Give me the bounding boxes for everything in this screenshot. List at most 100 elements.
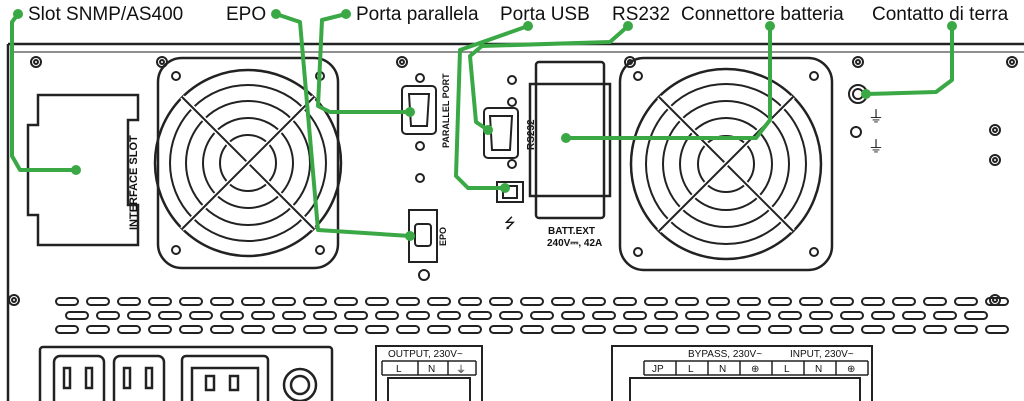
batt-ext-text: BATT.EXT bbox=[548, 226, 595, 237]
vent-slot bbox=[117, 297, 141, 306]
vent-slot bbox=[241, 325, 265, 334]
vent-slot bbox=[241, 297, 265, 306]
ground-terminals: ⏚ ⏚ bbox=[848, 84, 884, 156]
leader-usb bbox=[454, 24, 530, 190]
vent-slot bbox=[210, 297, 234, 306]
vent-slot bbox=[96, 311, 120, 320]
vent-slot bbox=[344, 311, 368, 320]
vent-slot bbox=[179, 297, 203, 306]
vent-slot bbox=[892, 297, 916, 306]
vent-slot bbox=[117, 325, 141, 334]
vent-slot bbox=[406, 311, 430, 320]
vent-slot bbox=[830, 297, 854, 306]
vent-slot bbox=[86, 325, 110, 334]
interface-slot: INTERFACE SLOT bbox=[26, 93, 140, 247]
leader-ground bbox=[864, 24, 954, 96]
callout-ground-contact: Contatto di terra bbox=[872, 4, 1009, 25]
vent-slot bbox=[747, 311, 771, 320]
callout-parallel-port: Porta parallela bbox=[356, 4, 479, 25]
vent-slot bbox=[685, 311, 709, 320]
vent-slot bbox=[582, 325, 606, 334]
bypass-header: BYPASS, 230V~ bbox=[688, 349, 762, 360]
vent-slot bbox=[334, 297, 358, 306]
battery-connector: BATT.EXT 240V⎓, 42A bbox=[528, 60, 612, 249]
vent-slot bbox=[272, 297, 296, 306]
vent-slot bbox=[954, 325, 978, 334]
vent-slot bbox=[251, 311, 275, 320]
vent-slot bbox=[861, 297, 885, 306]
output-terminal: OUTPUT, 230V~ L N ⏚ bbox=[375, 345, 483, 401]
term-col-jp: JP bbox=[652, 364, 664, 375]
vent-slot bbox=[489, 325, 513, 334]
leader-battery bbox=[564, 24, 772, 140]
term-col-g1: ⊕ bbox=[751, 364, 759, 375]
vent-slot bbox=[840, 311, 864, 320]
lower-panel bbox=[38, 345, 334, 401]
vent-slot bbox=[654, 311, 678, 320]
vent-slot bbox=[551, 325, 575, 334]
epo-connector: EPO bbox=[408, 173, 448, 281]
vent-slot bbox=[623, 311, 647, 320]
vent-slot bbox=[396, 325, 420, 334]
vent-slot bbox=[189, 311, 213, 320]
vent-slot bbox=[551, 297, 575, 306]
vent-slot bbox=[830, 325, 854, 334]
callout-dots bbox=[13, 9, 957, 241]
vent-slot bbox=[65, 311, 89, 320]
vent-slot bbox=[799, 325, 823, 334]
vent-slot bbox=[592, 311, 616, 320]
vent-slot bbox=[396, 297, 420, 306]
ground-symbol-icon-2: ⏚ bbox=[868, 138, 884, 156]
vent-slot bbox=[334, 325, 358, 334]
vent-slot bbox=[127, 311, 151, 320]
vent-slot bbox=[923, 297, 947, 306]
vent-slot bbox=[365, 297, 389, 306]
vent-slot bbox=[210, 325, 234, 334]
vent-slot bbox=[375, 311, 399, 320]
vent-slot bbox=[613, 297, 637, 306]
usb-symbol-icon: ⭍ bbox=[504, 215, 516, 231]
vent-slot bbox=[902, 311, 926, 320]
vent-slot bbox=[737, 297, 761, 306]
epo-text: EPO bbox=[438, 227, 448, 246]
vent-slot bbox=[933, 311, 957, 320]
vent-slot bbox=[613, 325, 637, 334]
vent-slot bbox=[437, 311, 461, 320]
vent-slot bbox=[520, 325, 544, 334]
vent-slot bbox=[675, 297, 699, 306]
vent-slot bbox=[675, 325, 699, 334]
callout-epo: EPO bbox=[226, 4, 266, 25]
rs232-text: RS232 bbox=[526, 119, 537, 150]
vent-slot bbox=[365, 325, 389, 334]
leader-parallel bbox=[316, 12, 412, 114]
leader-epo bbox=[274, 12, 412, 238]
vent-slot bbox=[985, 297, 1009, 306]
batt-rating-text: 240V⎓, 42A bbox=[547, 238, 602, 249]
vent-slot bbox=[871, 311, 895, 320]
vent-slot bbox=[530, 311, 554, 320]
rs232-usb-block: RS232 ⭍ bbox=[483, 75, 537, 231]
vent-slot bbox=[706, 297, 730, 306]
interface-slot-text: INTERFACE SLOT bbox=[128, 135, 140, 230]
output-header: OUTPUT, 230V~ bbox=[388, 349, 463, 360]
parallel-port-text: PARALLEL PORT bbox=[441, 73, 451, 148]
vent-slot bbox=[520, 297, 544, 306]
vent-slot bbox=[985, 325, 1009, 334]
vent-slot bbox=[179, 325, 203, 334]
vent-slot bbox=[799, 297, 823, 306]
vent-slot bbox=[148, 325, 172, 334]
leader-slot bbox=[10, 12, 78, 172]
vent-slot bbox=[561, 311, 585, 320]
term-col-g2: ⊕ bbox=[847, 364, 855, 375]
vent-slot bbox=[809, 311, 833, 320]
vent-slot bbox=[923, 325, 947, 334]
vent-slot bbox=[892, 325, 916, 334]
vent-slot bbox=[582, 297, 606, 306]
term-col-l2: L bbox=[784, 364, 790, 375]
callout-lines bbox=[10, 12, 954, 238]
term-col-n2: N bbox=[815, 364, 822, 375]
vent-slots bbox=[55, 297, 1009, 334]
vent-slot bbox=[706, 325, 730, 334]
vent-slot bbox=[313, 311, 337, 320]
